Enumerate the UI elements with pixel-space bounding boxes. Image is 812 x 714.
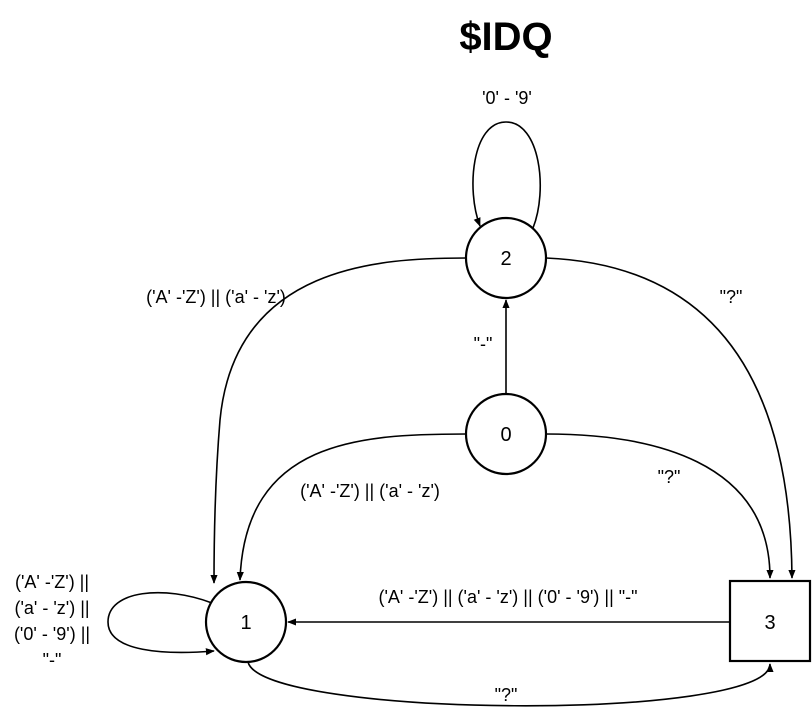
edge-label-1-to-1-line: ('0' - '9') || (14, 624, 90, 644)
edge-label-2-to-2: '0' - '9' (482, 88, 532, 108)
state-label: 1 (240, 612, 251, 634)
edge-0-to-1 (236, 433, 467, 581)
edge-2-to-2 (472, 121, 542, 229)
state-node-3: 3 (728, 579, 812, 663)
edge-0-to-3 (545, 433, 774, 579)
edge-label-3-to-1: ('A' -'Z') || ('a' - 'z') || ('0' - '9')… (378, 587, 637, 607)
edge-label-0-to-3: "?" (658, 467, 681, 487)
state-label: 2 (500, 248, 511, 270)
state-label: 0 (500, 424, 511, 446)
edge-label-1-to-3: "?" (495, 685, 518, 705)
edge-label-1-to-1-line: "-" (43, 650, 62, 670)
edge-label-0-to-2: "-" (474, 334, 493, 354)
state-node-0: 0 (464, 392, 548, 476)
state-label: 3 (764, 612, 775, 634)
state-node-1: 1 (204, 580, 288, 664)
edge-1-to-3 (247, 661, 774, 707)
diagram-title: $IDQ (459, 15, 552, 59)
edge-2-to-1 (210, 257, 467, 584)
edge-label-2-to-3: "?" (720, 287, 743, 307)
edge-label-1-to-1-line: ('A' -'Z') || (15, 572, 89, 592)
edge-label-1-to-1-line: ('a' - 'z') || (14, 598, 89, 618)
edge-label-0-to-1: ('A' -'Z') || ('a' - 'z') (300, 481, 440, 501)
edge-1-to-1 (107, 591, 215, 656)
state-node-2: 2 (464, 216, 548, 300)
edge-2-to-3 (545, 257, 796, 579)
edge-label-2-to-1: ('A' -'Z') || ('a' - 'z') (146, 287, 286, 307)
